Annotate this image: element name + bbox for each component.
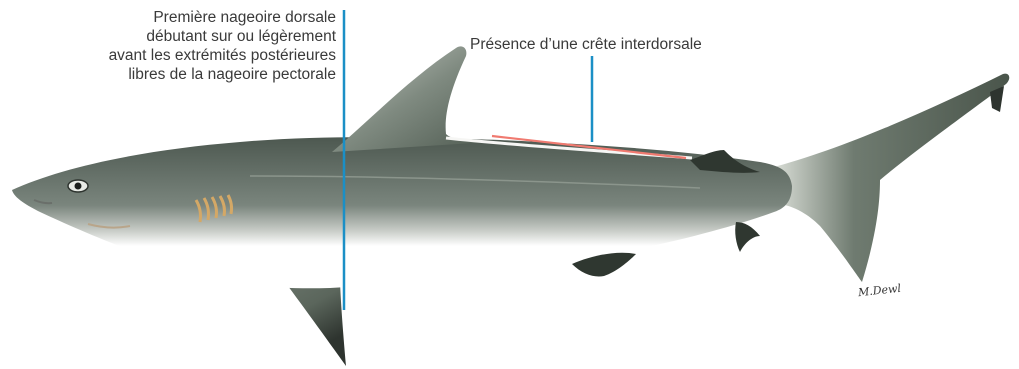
first-dorsal-label-line-4: libres de la nageoire pectorale	[40, 65, 336, 84]
eye	[68, 180, 88, 192]
first-dorsal-fin-label: Première nageoire dorsale débutant sur o…	[40, 8, 336, 84]
first-dorsal-label-line-2: débutant sur ou légèrement	[40, 27, 336, 46]
caudal-fin	[770, 74, 1009, 282]
first-dorsal-label-line-3: avant les extrémités postérieures	[40, 46, 336, 65]
first-dorsal-fin	[332, 46, 490, 152]
first-dorsal-label-line-1: Première nageoire dorsale	[40, 8, 336, 27]
interdorsal-ridge-label: Présence d’une crête interdorsale	[470, 35, 810, 54]
shark-body	[12, 137, 792, 288]
anal-fin	[735, 222, 760, 252]
